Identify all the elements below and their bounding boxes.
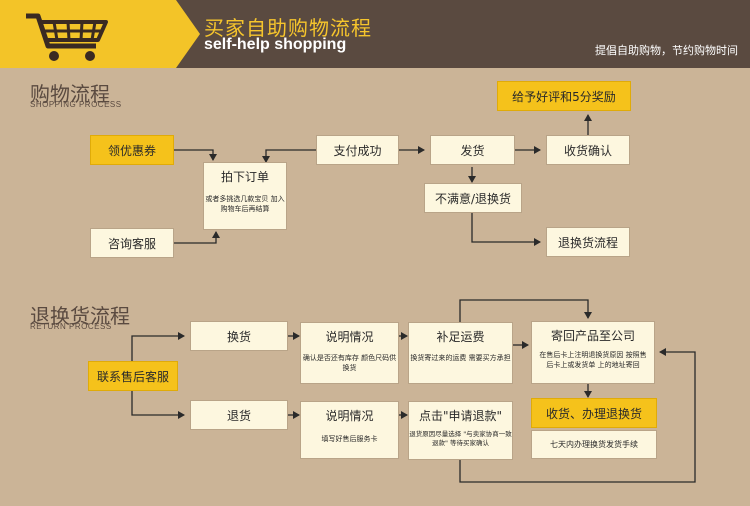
returns-section-subtitle: RETURN PROCESS — [30, 322, 112, 331]
header-subtitle: self-help shopping — [204, 36, 347, 53]
node-freight: 补足运费 换货寄过来的运费 需要买方承担 — [408, 322, 513, 384]
node-explain-refund: 说明情况 填写好售后服务卡 — [300, 401, 399, 459]
node-place-order-label: 拍下订单 — [220, 170, 269, 184]
node-freight-label: 补足运费 — [436, 330, 485, 344]
node-return-flow: 退换货流程 — [546, 227, 630, 257]
node-explain-exchange-note: 确认是否还有库存 颜色尺码供换货 — [302, 354, 397, 372]
node-explain-exchange-label: 说明情况 — [325, 330, 374, 344]
node-apply-refund: 点击"申请退款" 退货原因尽量选择 "与卖家协商一致退款" 等待买家确认 — [408, 401, 513, 460]
node-receive: 收货确认 — [546, 135, 630, 165]
node-freight-note: 换货寄过来的运费 需要买方承担 — [410, 354, 511, 362]
shopping-section-title: 购物流程 — [30, 82, 110, 106]
node-apply-refund-note: 退货原因尽量选择 "与卖家协商一致退款" 等待买家确认 — [409, 430, 512, 447]
node-ship: 发货 — [430, 135, 515, 165]
returns-section-title: 退换货流程 — [30, 304, 130, 328]
node-explain-refund-label: 说明情况 — [325, 409, 374, 423]
node-handle-return: 收货、办理退换货 — [531, 398, 657, 428]
node-handle-note: 七天内办理换货发货手续 — [531, 430, 657, 459]
node-contact-service: 联系售后客服 — [88, 361, 178, 391]
node-mail-back: 寄回产品至公司 在售后卡上注明退换货原因 按照售后卡上或发货单 上的地址寄回 — [531, 321, 655, 384]
shopping-cart-icon — [26, 13, 108, 61]
shopping-section-subtitle: SHOPPING PROCESS — [30, 100, 122, 109]
node-payment: 支付成功 — [316, 135, 399, 165]
node-mail-back-label: 寄回产品至公司 — [550, 329, 635, 343]
node-mail-back-note: 在售后卡上注明退换货原因 按照售后卡上或发货单 上的地址寄回 — [539, 351, 647, 369]
node-unsatisfied: 不满意/退换货 — [424, 183, 522, 213]
cart-logo-box — [0, 0, 176, 68]
node-apply-refund-label: 点击"申请退款" — [418, 409, 503, 423]
node-exchange: 换货 — [190, 321, 288, 351]
header-bar: 买家自助购物流程 self-help shopping 提倡自助购物，节约购物时… — [0, 0, 750, 68]
node-coupon: 领优惠券 — [90, 135, 174, 165]
node-review: 给予好评和5分奖励 — [497, 81, 631, 111]
header-slogan: 提倡自助购物，节约购物时间 — [595, 44, 738, 57]
node-explain-exchange: 说明情况 确认是否还有库存 颜色尺码供换货 — [300, 322, 399, 384]
node-explain-refund-note: 填写好售后服务卡 — [321, 435, 378, 443]
node-place-order-note: 或者多挑选几款宝贝 加入购物车后再结算 — [205, 195, 285, 213]
node-refund: 退货 — [190, 400, 288, 430]
node-place-order: 拍下订单 或者多挑选几款宝贝 加入购物车后再结算 — [203, 162, 287, 230]
node-consult: 咨询客服 — [90, 228, 174, 258]
header-title: 买家自助购物流程 — [204, 16, 372, 40]
header-arrow — [176, 0, 200, 68]
